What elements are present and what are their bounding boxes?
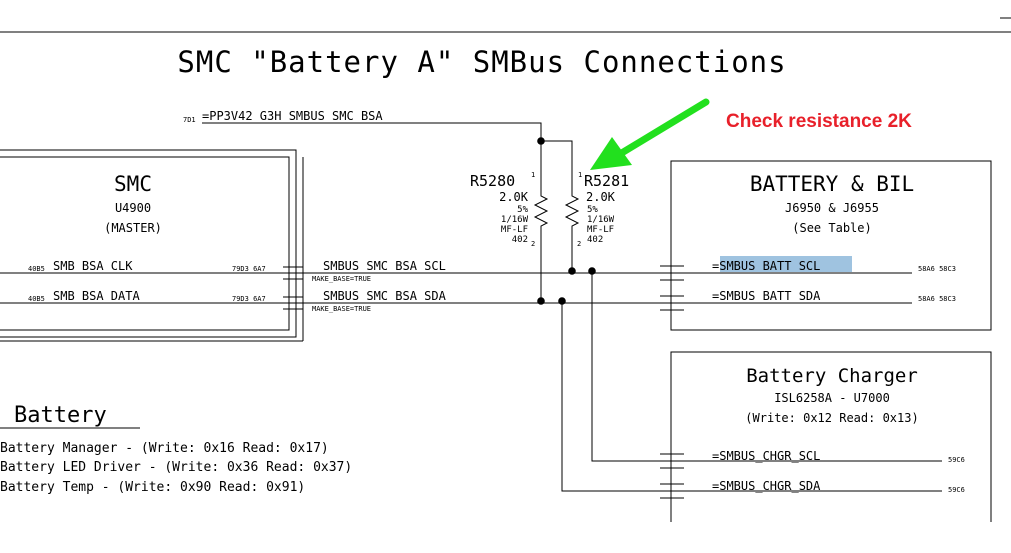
r5280-pin2: 2	[531, 240, 535, 248]
r5281-tol: 5%	[587, 205, 598, 215]
smc-data-xref: 79D3 6A7	[232, 295, 266, 303]
diagram-title: SMC "Battery A" SMBus Connections	[177, 45, 786, 79]
r5281-value: 2.0K	[586, 190, 616, 204]
annotation-text: Check resistance 2K	[726, 111, 912, 132]
scl-make-base: MAKE_BASE=TRUE	[312, 275, 371, 283]
battery-list-title: Battery	[14, 403, 107, 428]
chgr-scl-label: =SMBUS_CHGR_SCL	[712, 449, 820, 463]
smc-data-ref: 40B5	[28, 295, 45, 303]
scl-net-label: SMBUS_SMC_BSA_SCL	[323, 259, 446, 273]
batt-scl-xref: 58A6 58C3	[918, 265, 956, 273]
r5280-type: MF-LF	[501, 225, 528, 235]
charger-scl-branch	[591, 271, 942, 462]
r5280-pin1: 1	[531, 171, 535, 179]
charger-sda-branch	[561, 301, 942, 492]
r5281-ref: R5281	[584, 172, 629, 190]
smc-part: U4900	[115, 201, 151, 215]
smc-block	[0, 149, 304, 342]
sda-junction-r5280	[537, 297, 545, 305]
r5280-value: 2.0K	[499, 190, 529, 204]
charger-addr: (Write: 0x12 Read: 0x13)	[745, 411, 918, 425]
battery-list-item: Battery Manager - (Write: 0x16 Read: 0x1…	[0, 441, 329, 456]
battery-list-item: Battery LED Driver - (Write: 0x36 Read: …	[0, 460, 352, 475]
batt-scl-label: =SMBUS_BATT_SCL	[712, 259, 820, 273]
r5280-tol: 5%	[517, 205, 528, 215]
battery-bil-block	[670, 160, 992, 331]
smc-role: (MASTER)	[104, 221, 162, 235]
r5280-zigzag	[533, 193, 549, 232]
rail-to-r5281	[541, 140, 573, 193]
batt-sda-label: =SMBUS_BATT_SDA	[712, 289, 821, 303]
smc-title: SMC	[114, 172, 152, 196]
chgr-scl-xref: 59C6	[948, 456, 965, 464]
batt-scl-highlight	[720, 256, 852, 272]
r5280-size: 402	[512, 235, 528, 245]
power-rail-ref: 7D1	[183, 116, 196, 124]
battery-bil-title: BATTERY & BIL	[750, 172, 914, 196]
charger-block	[670, 351, 992, 522]
batt-sda-xref: 58A6 58C3	[918, 295, 956, 303]
annotation-arrow	[590, 98, 710, 170]
scl-junction-r5281	[568, 267, 576, 275]
charger-part: ISL6258A - U7000	[774, 391, 890, 405]
r5281-power: 1/16W	[587, 215, 615, 225]
r5281-pin1: 1	[578, 171, 582, 179]
battery-bil-note: (See Table)	[792, 221, 871, 235]
power-rail-wire	[202, 122, 542, 140]
battery-list-item: Battery Temp - (Write: 0x90 Read: 0x91)	[0, 480, 305, 495]
chgr-sda-xref: 59C6	[948, 486, 965, 494]
sda-net-label: SMBUS_SMC_BSA_SDA	[323, 289, 447, 303]
r5281-zigzag	[564, 193, 580, 232]
r5281-size: 402	[587, 235, 603, 245]
power-rail-label: =PP3V42_G3H_SMBUS_SMC_BSA	[202, 109, 383, 123]
r5281-pin2: 2	[577, 240, 581, 248]
battery-bil-connectors: J6950 & J6955	[785, 201, 879, 215]
charger-title: Battery Charger	[746, 365, 918, 387]
chgr-sda-label: =SMBUS_CHGR_SDA	[712, 479, 821, 493]
smc-data-pin: SMB_BSA_DATA	[53, 289, 140, 303]
r5281-type: MF-LF	[587, 225, 614, 235]
smc-clk-pin: SMB_BSA_CLK	[53, 259, 133, 273]
smc-clk-xref: 79D3 6A7	[232, 265, 266, 273]
r5280-power: 1/16W	[501, 215, 529, 225]
sda-make-base: MAKE_BASE=TRUE	[312, 305, 371, 313]
smc-clk-ref: 40B5	[28, 265, 45, 273]
r5280-ref: R5280	[470, 172, 515, 190]
